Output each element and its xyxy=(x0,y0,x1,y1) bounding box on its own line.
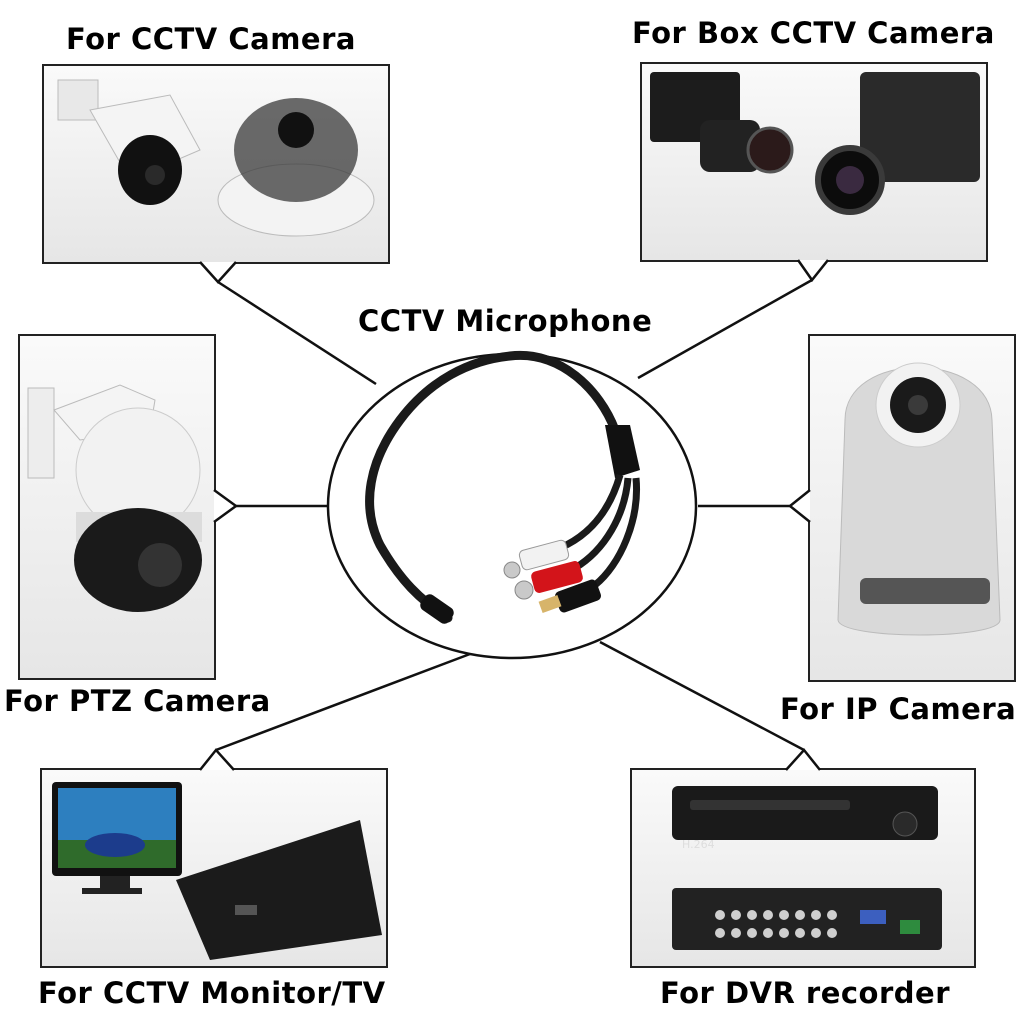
dvr-badge: H.264 xyxy=(682,838,715,851)
label-ip-camera: For IP Camera xyxy=(780,692,1017,726)
center-ellipse xyxy=(326,352,698,660)
dvr-illustration: H.264 xyxy=(672,786,942,950)
label-center-title: CCTV Microphone xyxy=(358,304,653,338)
microphone-cable-illustration xyxy=(365,350,641,624)
label-box-cctv-camera: For Box CCTV Camera xyxy=(632,16,995,50)
cctv-camera-illustration xyxy=(57,79,375,237)
box-camera-illustration xyxy=(650,72,980,215)
ptz-camera-illustration xyxy=(27,384,202,612)
callout-connectors xyxy=(199,259,829,771)
label-dvr-recorder: For DVR recorder xyxy=(660,976,951,1010)
label-ptz-camera: For PTZ Camera xyxy=(4,684,271,718)
label-cctv-monitor-tv: For CCTV Monitor/TV xyxy=(38,976,386,1010)
monitor-illustration xyxy=(52,782,382,960)
label-cctv-camera: For CCTV Camera xyxy=(66,22,356,56)
ip-camera-illustration xyxy=(837,362,1001,636)
